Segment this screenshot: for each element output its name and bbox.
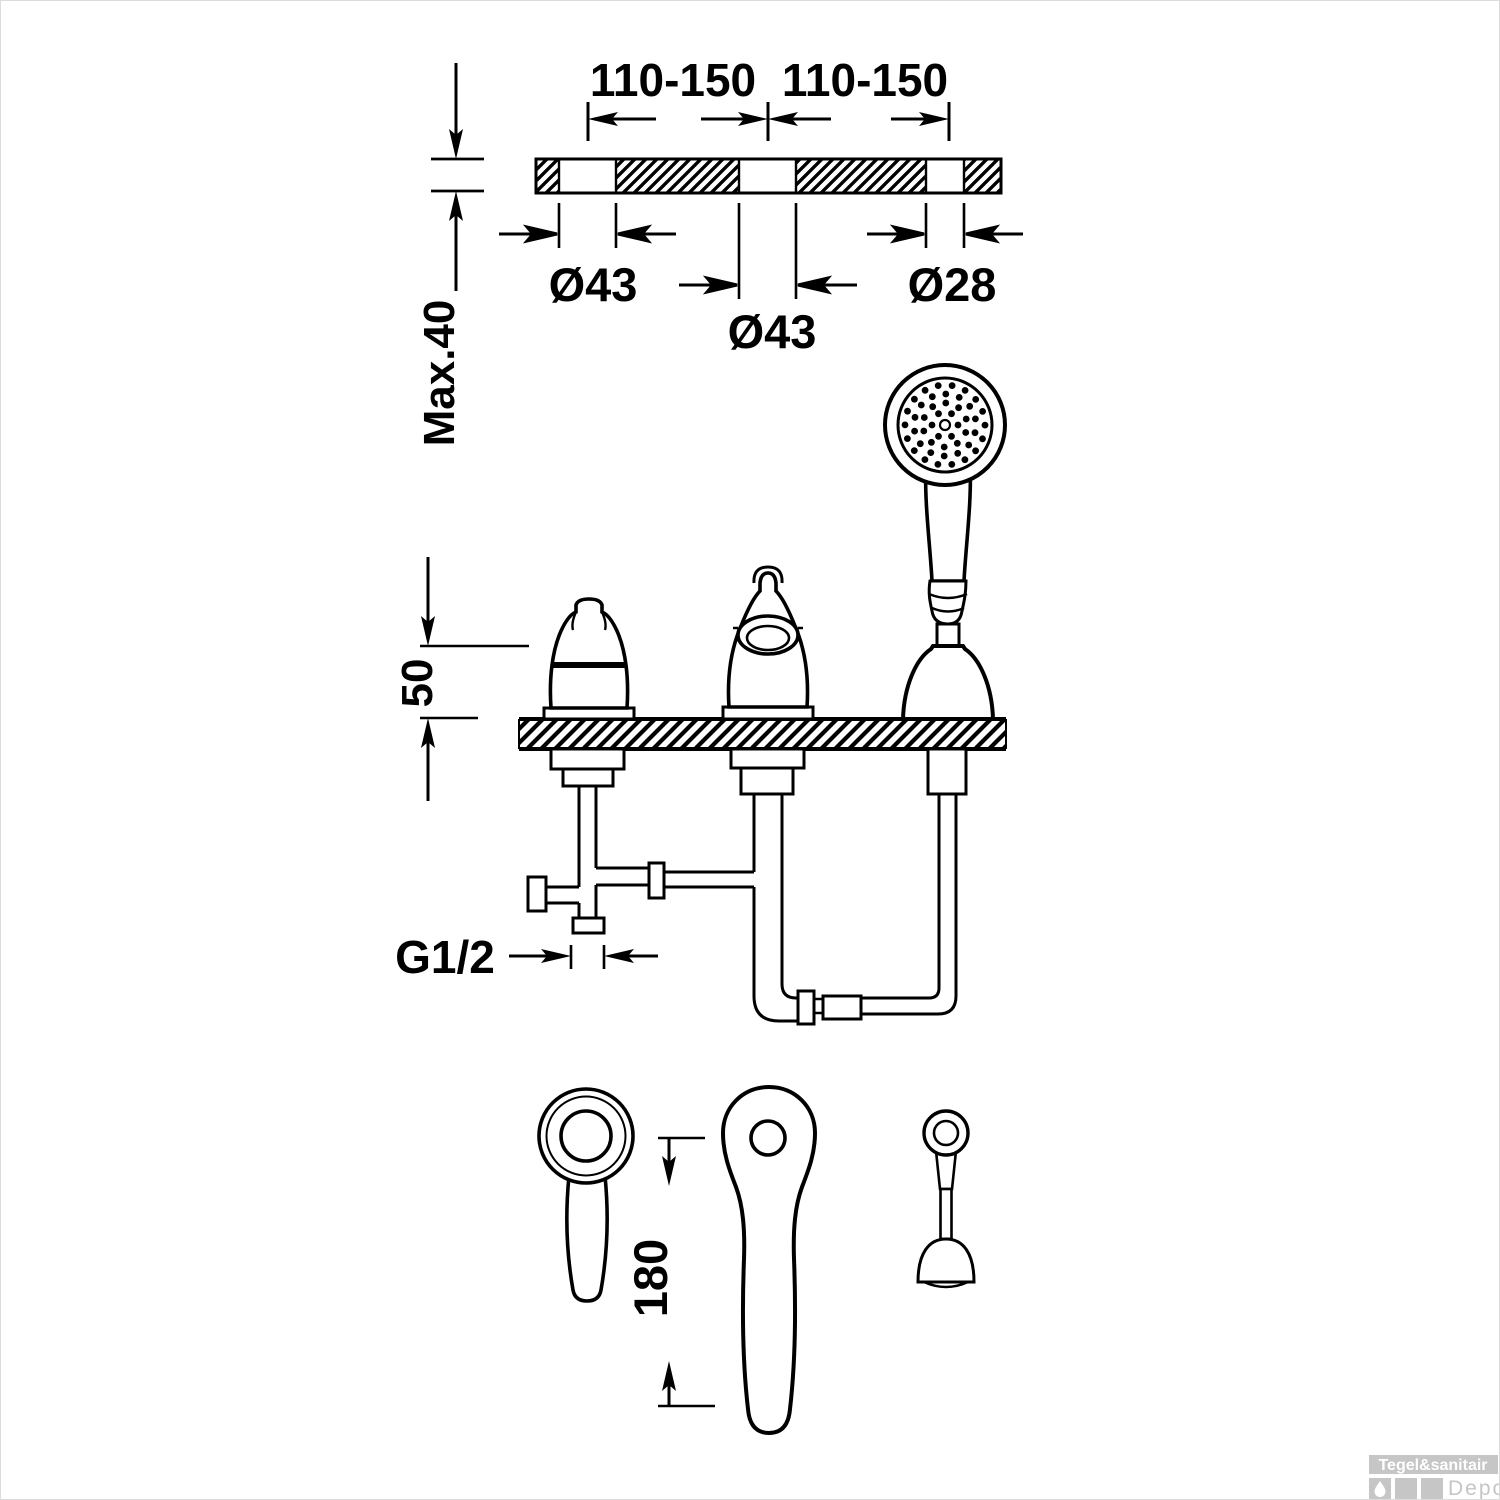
shower-holder-bell — [900, 644, 996, 721]
water-drop-icon — [1374, 1481, 1386, 1497]
height-dimension-50 — [420, 557, 529, 801]
deck-thickness-label: Max.40 — [415, 300, 464, 447]
logo-tile-3 — [1421, 1478, 1443, 1499]
hole-center-label: Ø43 — [728, 305, 817, 358]
mounting-deck — [518, 717, 1007, 751]
valve-lever-top-view — [537, 1087, 635, 1303]
deck-bar-section — [534, 157, 1003, 195]
logo-brand-text: Tegel&sanitair — [1378, 1457, 1487, 1474]
spout-top-view — [720, 1084, 818, 1436]
hole-right-label: Ø28 — [908, 258, 997, 311]
spray-nozzle-dots — [901, 382, 989, 468]
height-50-label: 50 — [393, 659, 442, 708]
logo-sub-text: Depot — [1448, 1477, 1499, 1499]
thread-dimension — [509, 945, 658, 969]
logo-bar — [1369, 1455, 1498, 1474]
thread-label: G1/2 — [395, 931, 495, 983]
hand-shower-connector — [927, 579, 968, 626]
span-left-label: 110-150 — [590, 54, 756, 106]
hole-diameter-arrows — [499, 224, 1023, 295]
left-valve-handle — [542, 597, 636, 721]
component-top-views: 180 — [537, 1084, 976, 1436]
span-dimension-arrows — [588, 112, 949, 126]
hand-shower-profile-view — [916, 1109, 976, 1289]
center-spout — [721, 565, 815, 721]
span-dimension-line — [586, 102, 951, 141]
lever-length-dimension — [658, 1136, 715, 1408]
faucet-side-view: 50 — [393, 363, 1007, 1026]
lever-length-label: 180 — [624, 1239, 677, 1317]
hand-shower — [883, 363, 1007, 721]
deck-cross-section: 110-150 110-150 — [415, 54, 1023, 446]
span-right-label: 110-150 — [782, 54, 948, 106]
hole-extension-lines — [557, 203, 966, 299]
hole-left-label: Ø43 — [549, 258, 638, 311]
deck-thickness-dimension — [431, 63, 484, 291]
brand-logo: Tegel&sanitair Depot — [1369, 1455, 1499, 1499]
logo-tile-2 — [1395, 1478, 1417, 1499]
below-deck-plumbing — [526, 747, 968, 1026]
